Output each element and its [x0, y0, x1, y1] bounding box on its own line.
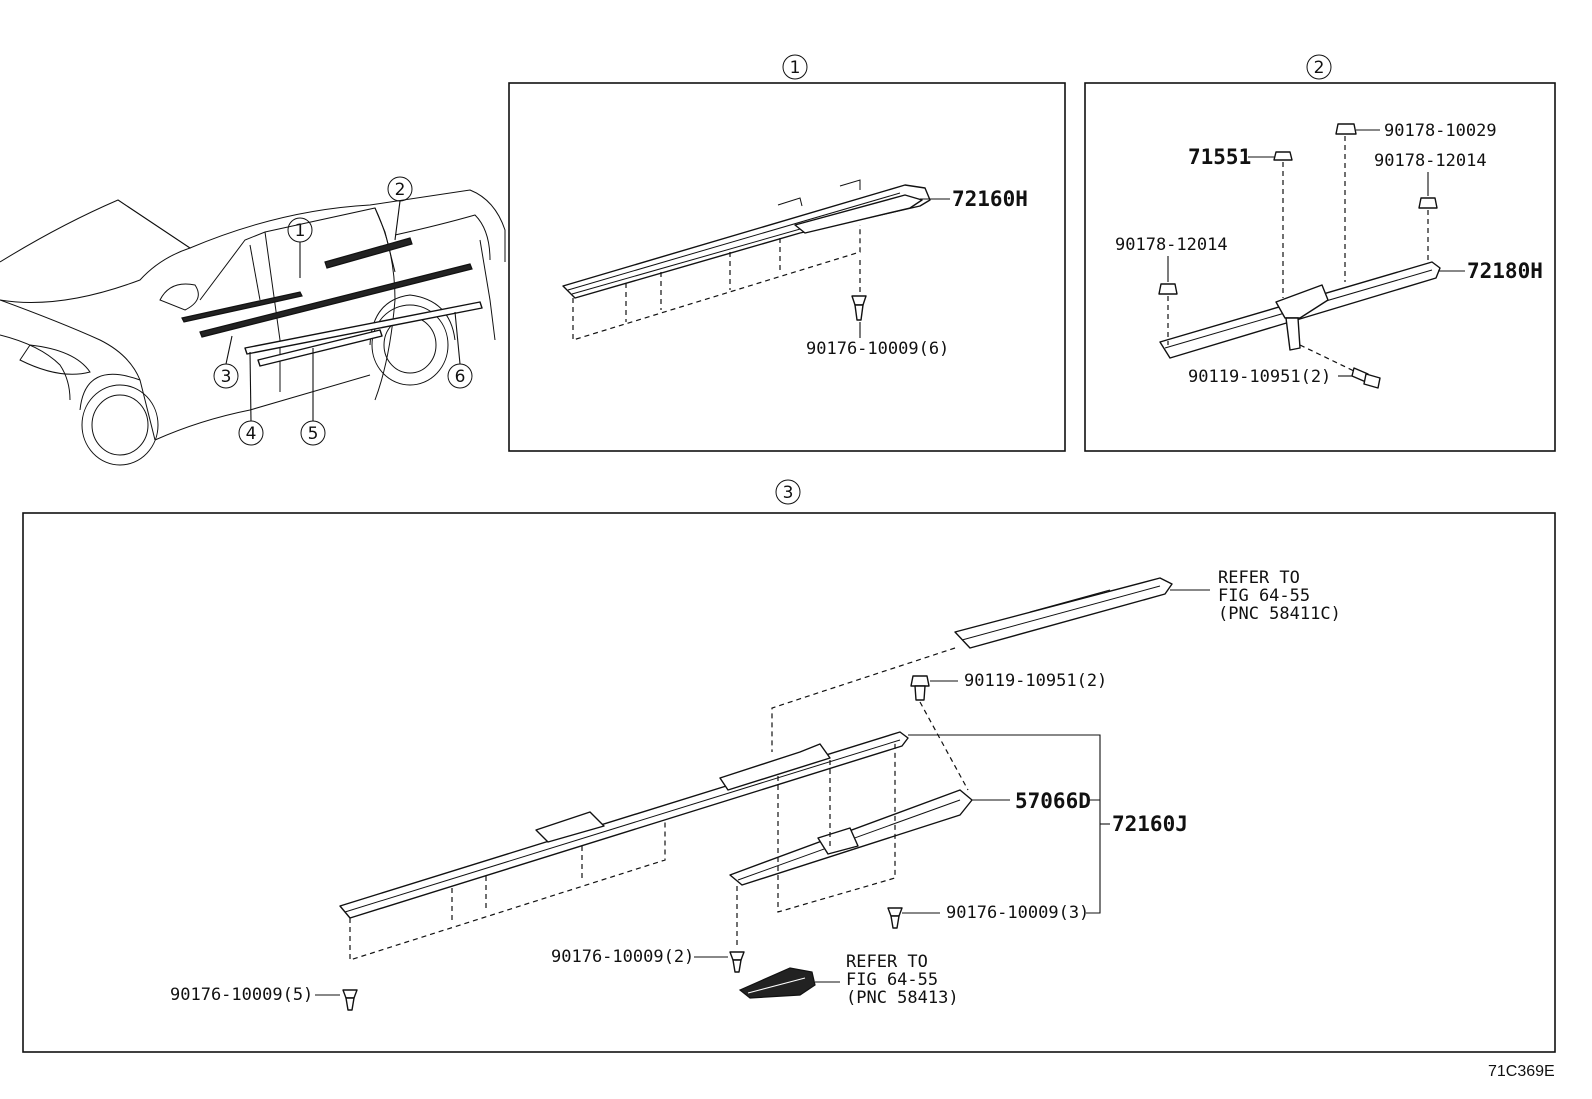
- moulding-58411c: [954, 577, 1173, 649]
- bolt-label-p2: 90119-10951(2): [1188, 367, 1331, 387]
- panel-1-frame: [508, 82, 1066, 452]
- clip-icon-2: [729, 951, 745, 973]
- panel-2-frame: [1084, 82, 1556, 452]
- panel-2-marker: 2: [1314, 58, 1325, 78]
- refer-top-line1: REFER TO: [1218, 568, 1300, 588]
- panel-1: 1 72160H 90176-10009(6): [508, 54, 1066, 452]
- refer-top-line2: FIG 64-55: [1218, 586, 1310, 606]
- bolt-icon-p2: [1351, 367, 1381, 389]
- part-label-72160j: 72160J: [1112, 812, 1188, 836]
- moulding-72180h: [1159, 261, 1441, 359]
- moulding-57066d: [729, 789, 973, 886]
- clip-icon-3: [887, 907, 903, 929]
- svg-text:5: 5: [308, 424, 319, 444]
- clip-label-2: 90176-10009(2): [551, 947, 694, 967]
- nut-icon-90178-12014-right: [1418, 197, 1438, 209]
- part-label-71551: 71551: [1188, 145, 1251, 169]
- refer-bottom-line1: REFER TO: [846, 952, 928, 972]
- svg-text:2: 2: [395, 180, 406, 200]
- svg-text:3: 3: [221, 367, 232, 387]
- svg-text:6: 6: [455, 367, 466, 387]
- clip-label-5: 90176-10009(5): [170, 985, 313, 1005]
- panel-3-marker: 3: [783, 483, 794, 503]
- part-label-90178-12014-right: 90178-12014: [1374, 151, 1487, 171]
- marker-2-overview: 2: [387, 176, 413, 241]
- vehicle-overview: [0, 189, 506, 466]
- refer-bottom-line3: (PNC 58413): [846, 988, 959, 1008]
- part-label-57066d: 57066D: [1015, 789, 1091, 813]
- nut-icon-90178-12014-left: [1158, 283, 1178, 295]
- figure-code: 71C369E: [1488, 1063, 1555, 1080]
- clip-label-3: 90176-10009(3): [946, 903, 1089, 923]
- marker-4-overview: 4: [238, 351, 264, 446]
- grille-58413: [738, 967, 816, 999]
- svg-text:4: 4: [246, 424, 257, 444]
- moulding-main-long: [339, 731, 909, 919]
- bolt-label-p3: 90119-10951(2): [964, 671, 1107, 691]
- panel-2: 2 72180H 71551 90178-10029 90178-12014: [1084, 54, 1556, 452]
- clip-icon-5: [342, 989, 358, 1011]
- part-label-72160h: 72160H: [952, 187, 1028, 211]
- part-label-72180h: 72180H: [1467, 259, 1543, 283]
- bolt-icon-p3: [910, 675, 930, 701]
- nut-icon-90178-10029: [1335, 123, 1357, 135]
- marker-3-overview: 3: [213, 335, 239, 389]
- marker-5-overview: 5: [300, 348, 326, 446]
- clip-icon: [851, 295, 867, 321]
- panel-3: 3 REFER TO FIG 64-55 (PNC 58411C) 90119-…: [22, 479, 1556, 1053]
- part-label-90178-12014-left: 90178-12014: [1115, 235, 1228, 255]
- marker-1-overview: 1: [287, 217, 313, 278]
- clip-label-p1: 90176-10009(6): [806, 339, 949, 359]
- moulding-72160h: [562, 179, 931, 299]
- refer-bottom-line2: FIG 64-55: [846, 970, 938, 990]
- part-label-90178-10029: 90178-10029: [1384, 121, 1497, 141]
- refer-top-line3: (PNC 58411C): [1218, 604, 1341, 624]
- nut-icon-71551: [1273, 151, 1293, 161]
- panel-1-marker: 1: [790, 58, 801, 78]
- svg-text:1: 1: [295, 221, 306, 241]
- panel-3-frame: [22, 512, 1556, 1053]
- marker-6-overview: 6: [447, 311, 473, 389]
